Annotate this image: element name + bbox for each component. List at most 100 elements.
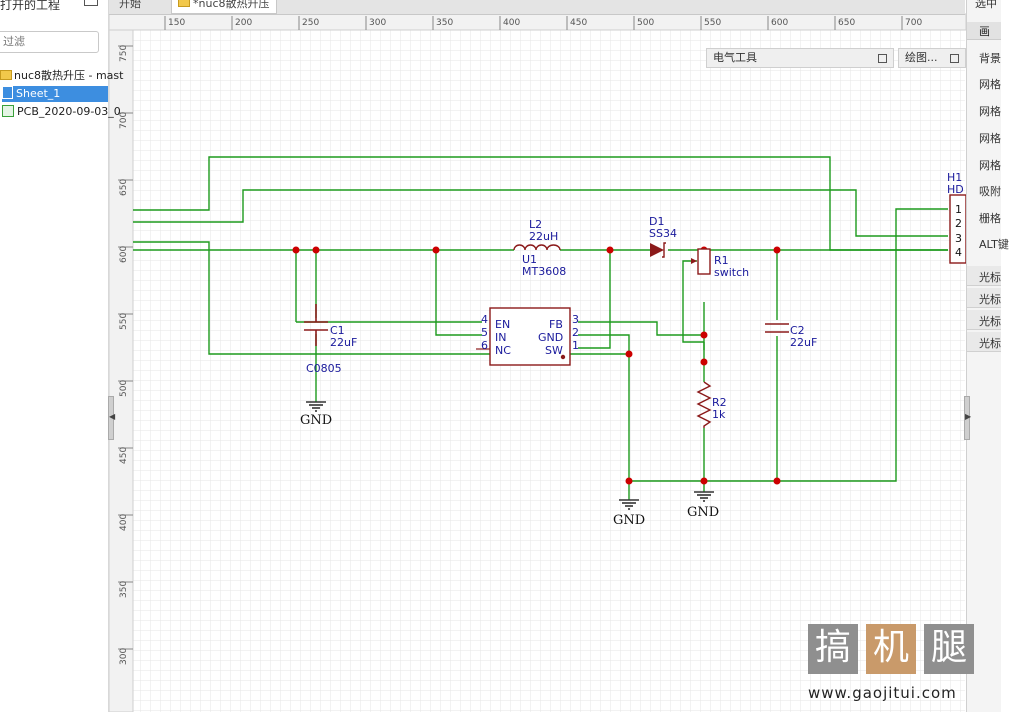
- ruler-label: 450: [570, 18, 587, 28]
- r2-value: 1k: [712, 408, 726, 421]
- folder-icon: [0, 70, 12, 80]
- prop-alt-key[interactable]: ALT键: [979, 238, 1009, 251]
- gnd-symbols[interactable]: [306, 401, 714, 510]
- prop-grid[interactable]: 网格: [979, 78, 1001, 91]
- ruler-label: 700: [905, 18, 922, 28]
- ruler-label: 550: [119, 313, 129, 330]
- ruler-label: 600: [119, 246, 129, 263]
- panel-label: 绘图...: [905, 51, 938, 64]
- ruler-label: 650: [838, 18, 855, 28]
- d1-value: SS34: [649, 227, 677, 240]
- project-panel: 打开的工程 nuc8散热升压 - mast Sheet_1 PCB_2020-0…: [0, 0, 123, 712]
- h1-pin1: 1: [955, 203, 962, 216]
- wires[interactable]: [133, 156, 948, 500]
- ic-pin1-dot: [560, 354, 566, 360]
- c1-value: 22uF: [330, 336, 357, 349]
- maximize-icon[interactable]: [950, 54, 959, 63]
- ruler-label: 500: [637, 18, 654, 28]
- ruler-label: 250: [302, 18, 319, 28]
- u1-pin-fb: FB: [549, 318, 563, 331]
- panel-label: 电气工具: [713, 51, 757, 64]
- ruler-label: 550: [704, 18, 721, 28]
- u1-pin-in: IN: [495, 331, 506, 344]
- h1-ref: H1: [947, 171, 962, 184]
- collapse-left-handle[interactable]: ◀: [108, 396, 115, 440]
- folder-icon: [178, 0, 190, 7]
- tree-label: nuc8散热升压 - mast: [14, 69, 124, 82]
- ruler-label: 700: [119, 112, 129, 129]
- tab-start[interactable]: 开始: [119, 0, 141, 10]
- maximize-icon[interactable]: [878, 54, 887, 63]
- cursor-label: 光标: [979, 271, 1001, 284]
- h1-pin2: 2: [955, 217, 962, 230]
- u1-pin1-num: 1: [572, 339, 579, 352]
- drawing-tools-panel[interactable]: 绘图...: [898, 48, 966, 68]
- prop-background[interactable]: 背景: [979, 52, 1001, 65]
- electrical-tools-panel[interactable]: 电气工具: [706, 48, 894, 68]
- cursor-label: 光标: [979, 315, 1001, 328]
- tree-item-pcb[interactable]: PCB_2020-09-03_0: [2, 104, 121, 120]
- properties-panel: 选中 画 背景 网格 网格 网格 网格 吸附 栅格 ALT键 光标 光标 光标 …: [966, 0, 1009, 712]
- collapse-right-handle[interactable]: ▶: [964, 396, 971, 440]
- gnd-label-r2: GND: [687, 505, 719, 520]
- ruler-label: 200: [235, 18, 252, 28]
- c1-package: C0805: [306, 362, 342, 375]
- prop-snap[interactable]: 吸附: [979, 185, 1001, 198]
- prop-grid-snap[interactable]: 栅格: [979, 212, 1001, 225]
- ic-u1-body[interactable]: [489, 307, 571, 366]
- left-ruler: [108, 29, 134, 712]
- watermark-char: 搞: [808, 624, 858, 674]
- prop-grid[interactable]: 网格: [979, 159, 1001, 172]
- prop-grid[interactable]: 网格: [979, 132, 1001, 145]
- capacitor-c1[interactable]: [304, 304, 328, 346]
- tree-label: PCB_2020-09-03_0: [17, 105, 121, 118]
- l2-value: 22uH: [529, 230, 558, 243]
- resistor-r2[interactable]: [696, 381, 712, 428]
- ruler-label: 750: [119, 45, 129, 62]
- cursor-row[interactable]: 光标: [967, 266, 1001, 286]
- r2-ref: R2: [712, 396, 727, 409]
- u1-pin3-num: 3: [572, 313, 579, 326]
- c1-ref: C1: [330, 324, 345, 337]
- tree-item-sheet[interactable]: Sheet_1: [2, 86, 108, 102]
- ruler-label: 300: [369, 18, 386, 28]
- cursor-label: 光标: [979, 293, 1001, 306]
- cursor-row[interactable]: 光标: [967, 288, 1001, 308]
- tab-bar: 开始 *nuc8散热升压: [109, 0, 965, 15]
- prop-grid[interactable]: 网格: [979, 105, 1001, 118]
- tree-item-project[interactable]: nuc8散热升压 - mast: [0, 68, 123, 84]
- ruler-label: 350: [119, 581, 129, 598]
- r1-ref: R1: [714, 254, 729, 267]
- u1-ref: U1: [522, 253, 537, 266]
- cursor-label: 光标: [979, 337, 1001, 350]
- tree-label: Sheet_1: [16, 87, 61, 100]
- cursor-row[interactable]: 光标: [967, 332, 1001, 352]
- d1-ref: D1: [649, 215, 664, 228]
- panel-header: 选中: [975, 0, 997, 10]
- cursor-row[interactable]: 光标: [967, 310, 1001, 330]
- inductor-l2[interactable]: [513, 244, 561, 251]
- diode-d1[interactable]: [650, 242, 666, 258]
- tab-schematic[interactable]: *nuc8散热升压: [171, 0, 277, 14]
- capacitor-c2[interactable]: [765, 323, 789, 333]
- ruler-label: 400: [119, 514, 129, 531]
- ruler-label: 300: [119, 648, 129, 665]
- resistor-r1[interactable]: [691, 248, 711, 275]
- u1-pin-gnd: GND: [538, 331, 563, 344]
- ruler-label: 650: [119, 179, 129, 196]
- gnd-label-c1: GND: [300, 413, 332, 428]
- filter-input[interactable]: [0, 31, 99, 53]
- new-file-icon[interactable]: [84, 0, 98, 6]
- section-label: 画: [979, 25, 990, 38]
- ruler-label: 400: [503, 18, 520, 28]
- u1-pin2-num: 2: [572, 326, 579, 339]
- u1-value: MT3608: [522, 265, 566, 278]
- tab-label: *nuc8散热升压: [193, 0, 270, 10]
- u1-pin4-num: 4: [481, 313, 488, 326]
- section-canvas[interactable]: 画: [967, 22, 1001, 40]
- sheet-icon: [2, 86, 13, 99]
- c2-value: 22uF: [790, 336, 817, 349]
- h1-pin3: 3: [955, 232, 962, 245]
